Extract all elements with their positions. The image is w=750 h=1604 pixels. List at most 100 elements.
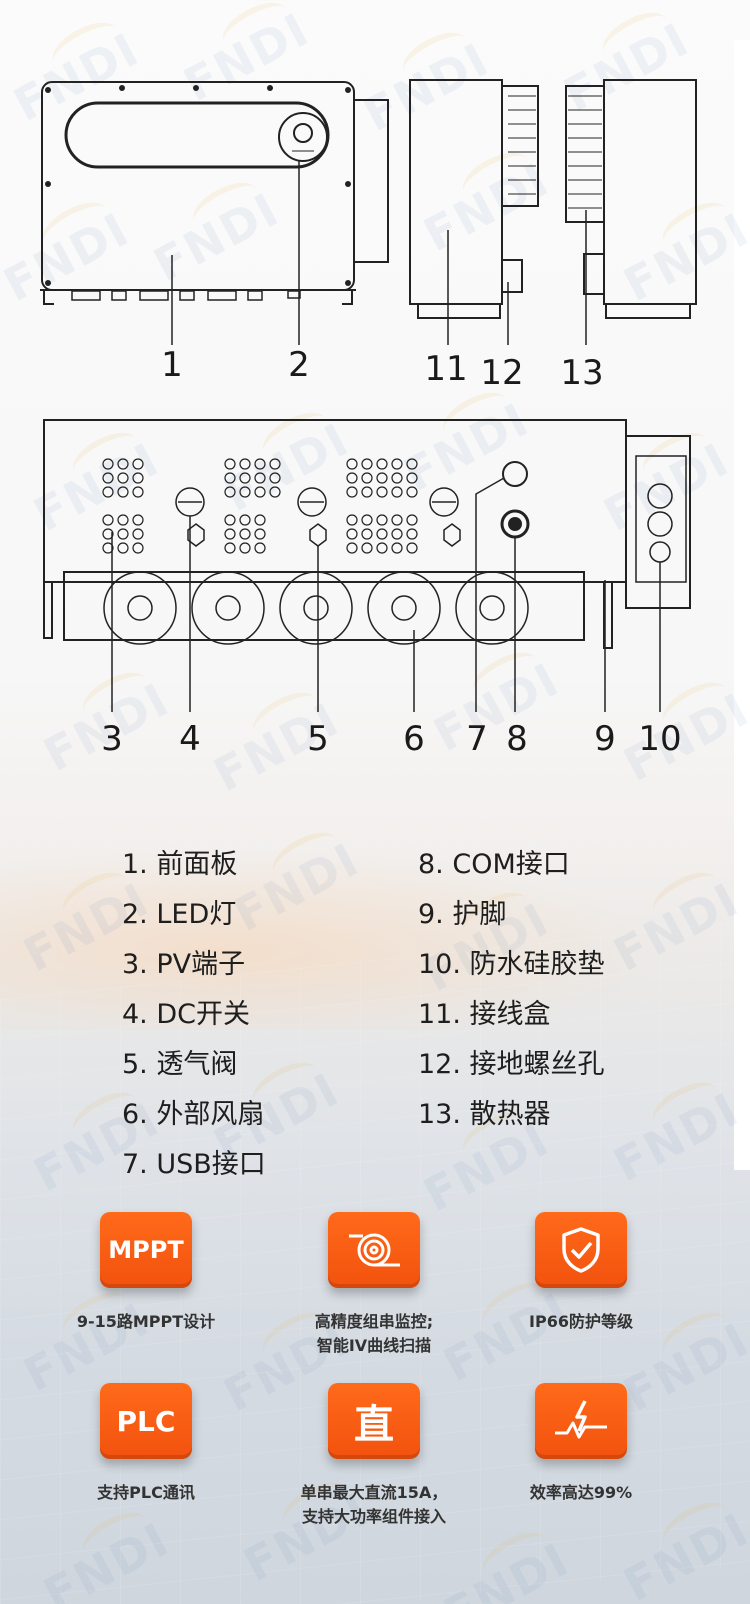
pv-terminal: [102, 472, 114, 484]
legend-item: 2. LED灯: [122, 899, 237, 930]
feature-dc15a: 直 单串最大直流15A， 支持大功率组件接入: [259, 1383, 489, 1529]
pv-terminal: [406, 458, 418, 470]
pv-terminal: [132, 458, 144, 470]
pv-terminal: [346, 472, 358, 484]
pv-terminal: [132, 486, 144, 498]
pv-terminal: [224, 458, 236, 470]
pv-terminal: [376, 458, 388, 470]
feature-caption: IP66防护等级: [529, 1312, 633, 1331]
pv-terminal: [102, 458, 114, 470]
pv-terminal: [239, 542, 251, 554]
pv-terminal: [406, 486, 418, 498]
shield-check-icon: [535, 1212, 627, 1288]
pv-terminal: [117, 458, 129, 470]
pv-terminal: [361, 528, 373, 540]
legend-left: 1. 前面板 2. LED灯 3. PV端子 4. DC开关 5. 透气阀 6.…: [122, 848, 266, 1198]
callout-12: 12: [480, 353, 524, 393]
pv-terminal: [117, 472, 129, 484]
pv-terminal: [254, 514, 266, 526]
pv-terminal: [254, 528, 266, 540]
pv-terminal: [254, 472, 266, 484]
pv-terminal: [102, 486, 114, 498]
legend-item: 3. PV端子: [122, 949, 246, 980]
pv-terminal: [346, 486, 358, 498]
callout-13: 13: [560, 353, 604, 393]
legend-item: 7. USB接口: [122, 1149, 266, 1180]
pv-terminal: [254, 542, 266, 554]
pv-terminal: [254, 486, 266, 498]
legend-right: 8. COM接口 9. 护脚 10. 防水硅胶垫 11. 接线盒 12. 接地螺…: [418, 848, 605, 1148]
callout-8: 8: [506, 719, 528, 759]
legend-item: 5. 透气阀: [122, 1049, 238, 1080]
legend-item: 12. 接地螺丝孔: [418, 1049, 605, 1080]
pv-terminal: [391, 514, 403, 526]
pv-terminal: [132, 472, 144, 484]
side-strip: [734, 40, 750, 1170]
pv-terminal: [391, 486, 403, 498]
pv-terminal: [391, 472, 403, 484]
feature-plc: PLC 支持PLC通讯: [31, 1383, 261, 1505]
pv-terminal: [224, 472, 236, 484]
callout-2: 2: [288, 345, 310, 385]
feature-monitoring: 高精度组串监控; 智能IV曲线扫描: [259, 1212, 489, 1358]
pv-terminal: [224, 528, 236, 540]
legend-item: 9. 护脚: [418, 899, 507, 930]
pv-terminal: [102, 514, 114, 526]
mppt-text-icon: MPPT: [100, 1212, 192, 1288]
sunset-glow: [0, 830, 750, 1030]
pv-terminal: [224, 514, 236, 526]
pv-terminal: [239, 514, 251, 526]
pv-terminal: [239, 486, 251, 498]
pv-terminal: [269, 458, 281, 470]
pv-terminal: [132, 542, 144, 554]
feature-efficiency: 效率高达99%: [466, 1383, 696, 1505]
pv-terminal: [102, 542, 114, 554]
side-view-right: [565, 79, 697, 345]
pv-terminal: [391, 542, 403, 554]
pv-terminal: [269, 472, 281, 484]
callout-6: 6: [403, 719, 425, 759]
inverter-drawings: [40, 79, 697, 712]
pv-terminal: [361, 472, 373, 484]
pv-terminal: [132, 528, 144, 540]
feature-caption: 单串最大直流15A， 支持大功率组件接入: [300, 1483, 448, 1526]
pv-terminal: [117, 486, 129, 498]
pv-terminal: [391, 458, 403, 470]
pv-terminal: [346, 542, 358, 554]
pv-terminal: [376, 528, 388, 540]
monitoring-coil-icon: [328, 1212, 420, 1288]
pv-terminal: [132, 514, 144, 526]
legend-item: 10. 防水硅胶垫: [418, 949, 605, 980]
pv-terminal: [117, 528, 129, 540]
pv-terminal: [117, 514, 129, 526]
plc-text-icon: PLC: [100, 1383, 192, 1459]
pv-terminal: [376, 514, 388, 526]
pv-terminal: [346, 514, 358, 526]
pv-terminal: [376, 542, 388, 554]
pv-terminal: [254, 458, 266, 470]
pv-terminal: [346, 458, 358, 470]
pv-terminal: [406, 528, 418, 540]
callout-4: 4: [179, 719, 201, 759]
pv-terminal: [361, 542, 373, 554]
legend-item: 13. 散热器: [418, 1099, 551, 1130]
feature-caption: 高精度组串监控; 智能IV曲线扫描: [314, 1312, 434, 1355]
pv-terminal: [361, 486, 373, 498]
pv-terminal: [376, 472, 388, 484]
pv-terminal: [269, 486, 281, 498]
pv-terminal: [391, 528, 403, 540]
callout-9: 9: [594, 719, 616, 759]
feature-caption: 支持PLC通讯: [97, 1483, 195, 1502]
pv-terminal: [361, 514, 373, 526]
pv-terminal: [376, 486, 388, 498]
pv-terminal: [406, 514, 418, 526]
pv-terminal: [346, 528, 358, 540]
legend-item: 8. COM接口: [418, 849, 570, 880]
front-view: [40, 81, 389, 345]
pv-terminal: [406, 472, 418, 484]
callout-3: 3: [101, 719, 123, 759]
legend-item: 1. 前面板: [122, 849, 238, 880]
pv-terminal: [361, 458, 373, 470]
callout-7: 7: [466, 719, 488, 759]
bottom-view: [43, 419, 691, 712]
